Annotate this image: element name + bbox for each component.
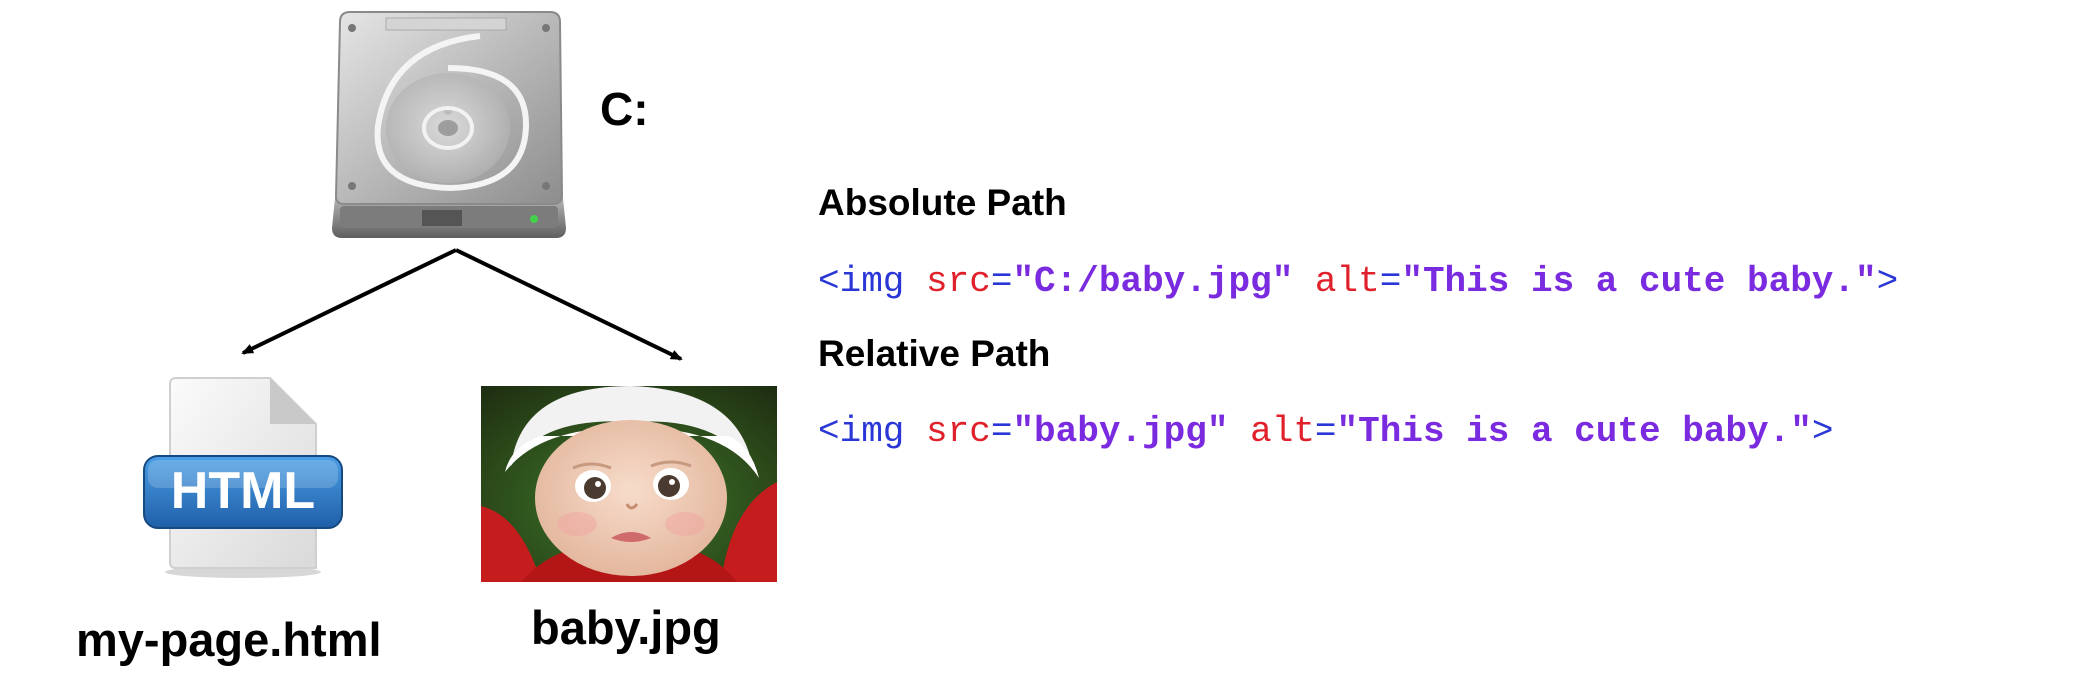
absolute-path-heading: Absolute Path	[818, 182, 1067, 223]
relative-path-heading: Relative Path	[818, 333, 1051, 374]
absolute-path-code: <img src="C:/baby.jpg" alt="This is a cu…	[818, 264, 1898, 300]
html-file-icon: HTML	[143, 377, 343, 578]
code-tag-open: <img	[818, 411, 905, 452]
code-equals: =	[1379, 261, 1402, 302]
code-alt-value: "This is a cute baby."	[1336, 411, 1812, 452]
code-alt-attr: alt	[1250, 411, 1315, 452]
code-tag-open: <img	[818, 261, 905, 302]
image-file-caption: baby.jpg	[531, 601, 721, 654]
code-equals: =	[990, 261, 1013, 302]
code-alt-attr: alt	[1314, 261, 1380, 302]
code-src-value: "baby.jpg"	[1012, 411, 1229, 452]
code-equals: =	[1314, 411, 1337, 452]
code-equals: =	[990, 411, 1013, 452]
code-src-attr: src	[926, 411, 991, 452]
code-alt-value: "This is a cute baby."	[1401, 261, 1877, 302]
relative-path-code: <img src="baby.jpg" alt="This is a cute …	[818, 414, 1833, 450]
html-file-caption: my-page.html	[76, 613, 382, 666]
code-src-attr: src	[926, 261, 991, 302]
baby-photo	[481, 386, 777, 582]
code-src-value: "C:/baby.jpg"	[1012, 261, 1294, 302]
drive-label: C:	[600, 83, 649, 135]
html-badge-text: HTML	[171, 462, 315, 520]
code-tag-close: >	[1876, 261, 1899, 302]
hard-drive-icon	[332, 11, 566, 238]
code-tag-close: >	[1811, 411, 1834, 452]
